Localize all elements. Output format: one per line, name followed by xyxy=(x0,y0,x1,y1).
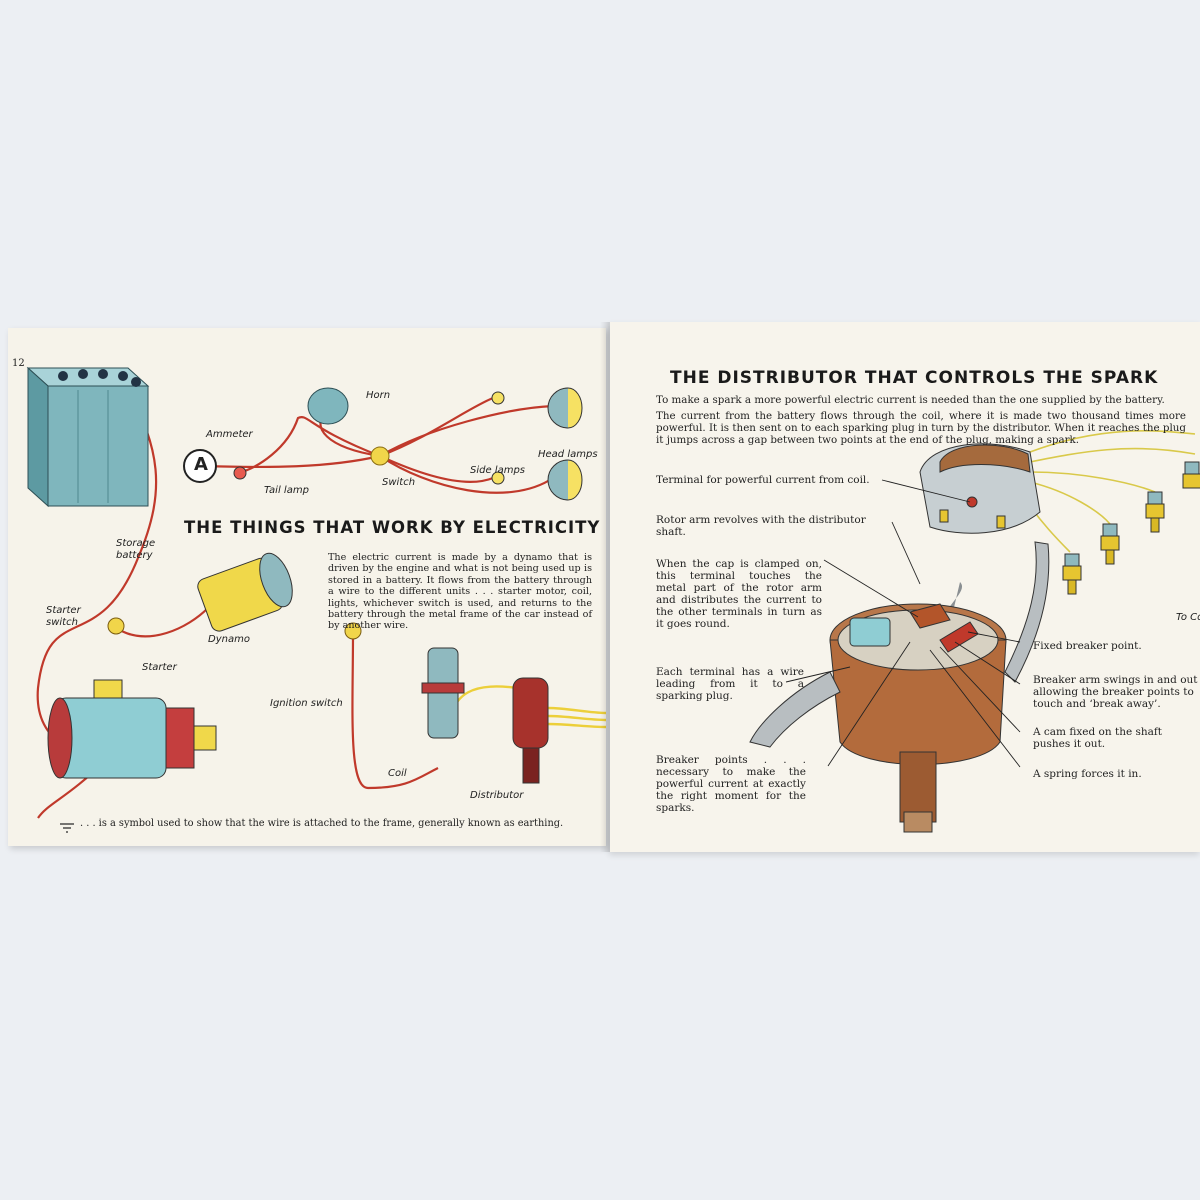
label-battery: battery xyxy=(116,550,153,561)
dynamo-illustration xyxy=(197,552,293,632)
spark-plug-icons xyxy=(1062,461,1200,595)
starter-illustration xyxy=(47,679,217,779)
callout-terminal: Terminal for powerful current from coil. xyxy=(656,474,870,486)
footnote: . . . is a symbol used to show that the … xyxy=(80,818,564,829)
label-horn: Horn xyxy=(366,390,391,401)
head-lamp-icon xyxy=(547,387,583,429)
right-intro-1: To make a spark a more powerful electric… xyxy=(656,394,1165,406)
starter-switch-icon xyxy=(107,617,125,635)
callout-spring: A spring forces it in. xyxy=(1033,768,1142,780)
horn-icon xyxy=(307,387,349,425)
right-page-title: THE DISTRIBUTOR THAT CONTROLS THE SPARK xyxy=(670,368,1159,388)
side-lamp-icon xyxy=(491,391,505,405)
distributor-illustration xyxy=(512,677,549,784)
label-starter: Starter xyxy=(46,605,81,616)
label-ammeter: Ammeter xyxy=(206,429,253,440)
left-body-text: The electric current is made by a dynamo… xyxy=(328,552,592,632)
ammeter-icon xyxy=(183,449,217,483)
label-switch-2: switch xyxy=(46,617,78,628)
distributor-diagram xyxy=(749,429,1200,833)
label-coil: Coil xyxy=(388,768,407,779)
ammeter-symbol: A xyxy=(194,454,208,475)
label-head-lamps: Head lamps xyxy=(538,449,598,460)
label-storage: Storage xyxy=(116,538,156,549)
callout-fixed-breaker: Fixed breaker point. xyxy=(1033,640,1142,652)
open-book: 12 Horn Ammeter A Head lamps Side lamps … xyxy=(8,322,1200,852)
left-page-title: THE THINGS THAT WORK BY ELECTRICITY xyxy=(184,518,601,537)
distributor-body-illustration xyxy=(749,541,1050,833)
side-lamp-icon xyxy=(491,471,505,485)
label-starter-motor: Starter xyxy=(142,662,177,673)
left-page: 12 Horn Ammeter A Head lamps Side lamps … xyxy=(8,328,606,846)
callout-breaker-points: Breaker points . . . necessary to make t… xyxy=(656,754,806,814)
ignition-switch-icon xyxy=(344,622,362,640)
label-to-coil: To Co xyxy=(1176,612,1200,623)
callout-cam: A cam fixed on the shaft pushes it out. xyxy=(1033,726,1163,750)
label-tail-lamp: Tail lamp xyxy=(264,485,309,496)
right-intro-2: The current from the battery flows throu… xyxy=(656,410,1186,446)
label-switch: Switch xyxy=(382,477,416,488)
label-ignition-switch: Ignition switch xyxy=(270,698,343,709)
head-lamp-icon xyxy=(547,459,583,501)
distributor-cap-illustration xyxy=(919,443,1041,534)
tail-lamp-icon xyxy=(233,466,247,480)
battery-illustration xyxy=(26,366,150,508)
right-page: THE DISTRIBUTOR THAT CONTROLS THE SPARK … xyxy=(610,322,1200,852)
page-number: 12 xyxy=(12,358,25,369)
callout-rotor: Rotor arm revolves with the distributor … xyxy=(656,514,866,538)
callout-cap: When the cap is clamped on, this termina… xyxy=(656,558,822,630)
label-distributor: Distributor xyxy=(470,790,524,801)
label-side-lamps: Side lamps xyxy=(470,465,526,476)
callout-breaker-arm: Breaker arm swings in and out allowing t… xyxy=(1033,674,1198,710)
callout-each-terminal: Each terminal has a wire leading from it… xyxy=(656,666,804,702)
earth-symbol-icon xyxy=(60,823,74,833)
switch-icon xyxy=(370,446,390,466)
coil-illustration xyxy=(421,647,465,739)
electrical-diagram xyxy=(26,366,606,833)
label-dynamo: Dynamo xyxy=(208,634,250,645)
